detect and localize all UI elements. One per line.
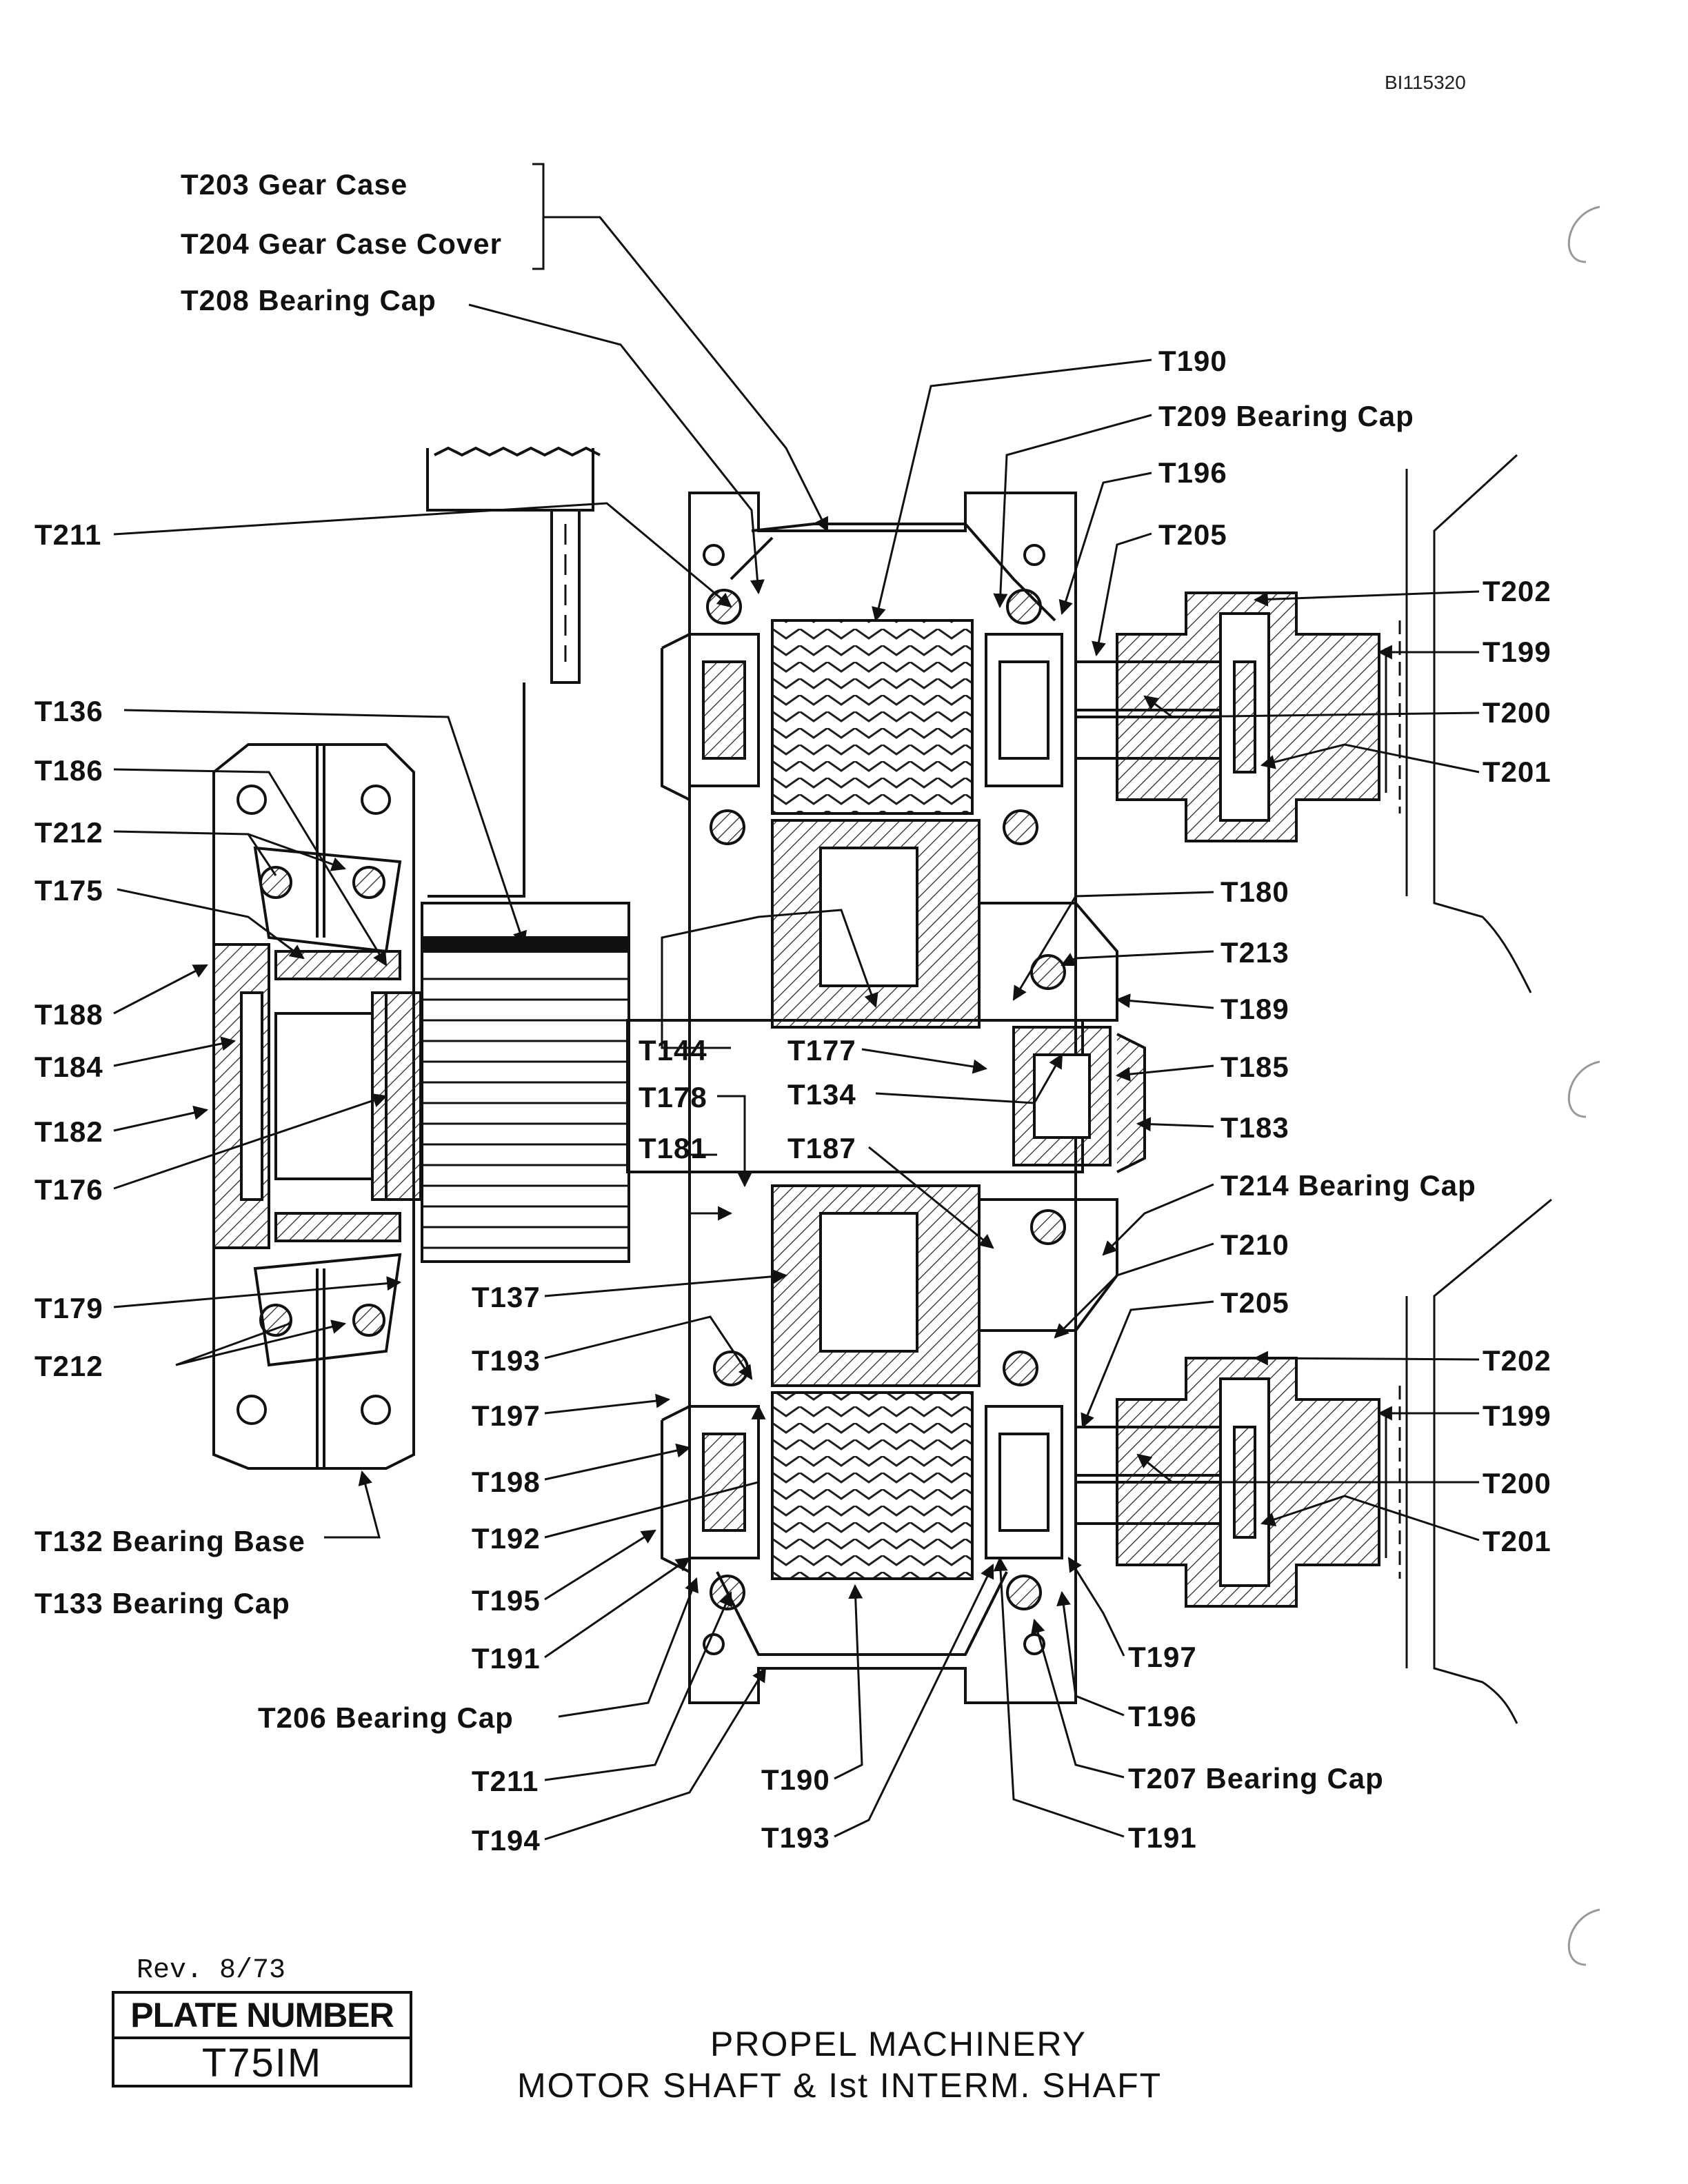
label-t198: T198 [472, 1466, 541, 1498]
label-t177: T177 [787, 1034, 856, 1066]
label-t206: T206 Bearing Cap [258, 1701, 514, 1734]
label-t144: T144 [639, 1034, 707, 1066]
label-t202-top: T202 [1483, 575, 1551, 607]
label-t132: T132 Bearing Base [34, 1525, 305, 1557]
label-t201-top: T201 [1483, 756, 1551, 788]
label-t190-bot: T190 [761, 1763, 830, 1796]
label-t211-bot: T211 [472, 1765, 539, 1797]
label-t182: T182 [34, 1115, 103, 1148]
leader-lines [113, 163, 1480, 1841]
label-t204: T204 Gear Case Cover [181, 228, 502, 260]
label-t197-right: T197 [1128, 1641, 1197, 1673]
label-t176: T176 [34, 1173, 103, 1206]
label-t185: T185 [1220, 1051, 1289, 1083]
plate-number-value: T75IM [201, 2041, 323, 2085]
label-t205-top: T205 [1158, 518, 1227, 551]
label-t195: T195 [472, 1584, 541, 1617]
label-t134: T134 [787, 1078, 856, 1111]
label-t196-bot: T196 [1128, 1700, 1197, 1732]
label-t202-bot: T202 [1483, 1344, 1551, 1377]
label-t186: T186 [34, 754, 103, 787]
label-t184: T184 [34, 1051, 103, 1083]
label-t175: T175 [34, 874, 103, 907]
right-frame-upper [1433, 454, 1532, 993]
label-t137: T137 [472, 1281, 541, 1313]
label-t205-bot: T205 [1220, 1286, 1289, 1319]
label-t213: T213 [1220, 936, 1289, 969]
callout-labels: T203 Gear Case T204 Gear Case Cover T208… [34, 168, 1551, 1857]
label-t200-bot: T200 [1483, 1467, 1551, 1499]
label-t192: T192 [472, 1522, 541, 1555]
title-line-2: MOTOR SHAFT & Ist INTERM. SHAFT [517, 2066, 1163, 2105]
label-t181: T181 [639, 1132, 707, 1164]
lower-gear [771, 1184, 981, 1580]
label-t199-top: T199 [1483, 636, 1551, 668]
label-t196-top: T196 [1158, 456, 1227, 489]
plate-number-box: PLATE NUMBER T75IM [112, 1991, 412, 2087]
motor-pinion [421, 902, 630, 1263]
document-id: BI115320 [1385, 72, 1466, 93]
label-t207: T207 Bearing Cap [1128, 1762, 1384, 1794]
binder-holes [1567, 205, 1600, 1966]
label-t180: T180 [1220, 876, 1289, 908]
label-t194: T194 [472, 1824, 541, 1857]
label-t187: T187 [787, 1132, 856, 1164]
label-t188: T188 [34, 998, 103, 1031]
label-t199-bot: T199 [1483, 1399, 1551, 1432]
label-t183: T183 [1220, 1111, 1289, 1144]
label-t193-bot: T193 [761, 1821, 830, 1854]
revision-note: Rev. 8/73 [137, 1955, 286, 1986]
label-t179: T179 [34, 1292, 103, 1324]
label-t190-top: T190 [1158, 345, 1227, 377]
label-t200-top: T200 [1483, 696, 1551, 729]
label-t212-top: T212 [34, 816, 103, 849]
label-t191-left: T191 [472, 1642, 541, 1675]
label-t178: T178 [639, 1081, 707, 1113]
label-t211-top: T211 [34, 518, 101, 551]
motor-support [426, 446, 601, 898]
label-t136: T136 [34, 695, 103, 727]
upper-gear [771, 619, 981, 1029]
right-middle-bearing [978, 902, 1146, 1332]
gear-bearings [661, 633, 1063, 1573]
label-t193-left: T193 [472, 1344, 541, 1377]
label-t209: T209 Bearing Cap [1158, 400, 1414, 432]
label-t189: T189 [1220, 993, 1289, 1025]
label-t201-bot: T201 [1483, 1525, 1551, 1557]
label-t212-bot: T212 [34, 1350, 103, 1382]
label-t197-left: T197 [472, 1399, 541, 1432]
label-t191-right: T191 [1128, 1821, 1197, 1854]
label-t210: T210 [1220, 1228, 1289, 1261]
right-frame-lower [1433, 1198, 1552, 1724]
label-t203: T203 Gear Case [181, 168, 408, 201]
machine-drawing [212, 446, 1552, 1724]
label-t214: T214 Bearing Cap [1220, 1169, 1476, 1202]
title-line-1: PROPEL MACHINERY [710, 2025, 1087, 2063]
plate-number-heading: PLATE NUMBER [114, 1994, 410, 2039]
label-t133: T133 Bearing Cap [34, 1587, 290, 1619]
label-t208: T208 Bearing Cap [181, 284, 436, 316]
